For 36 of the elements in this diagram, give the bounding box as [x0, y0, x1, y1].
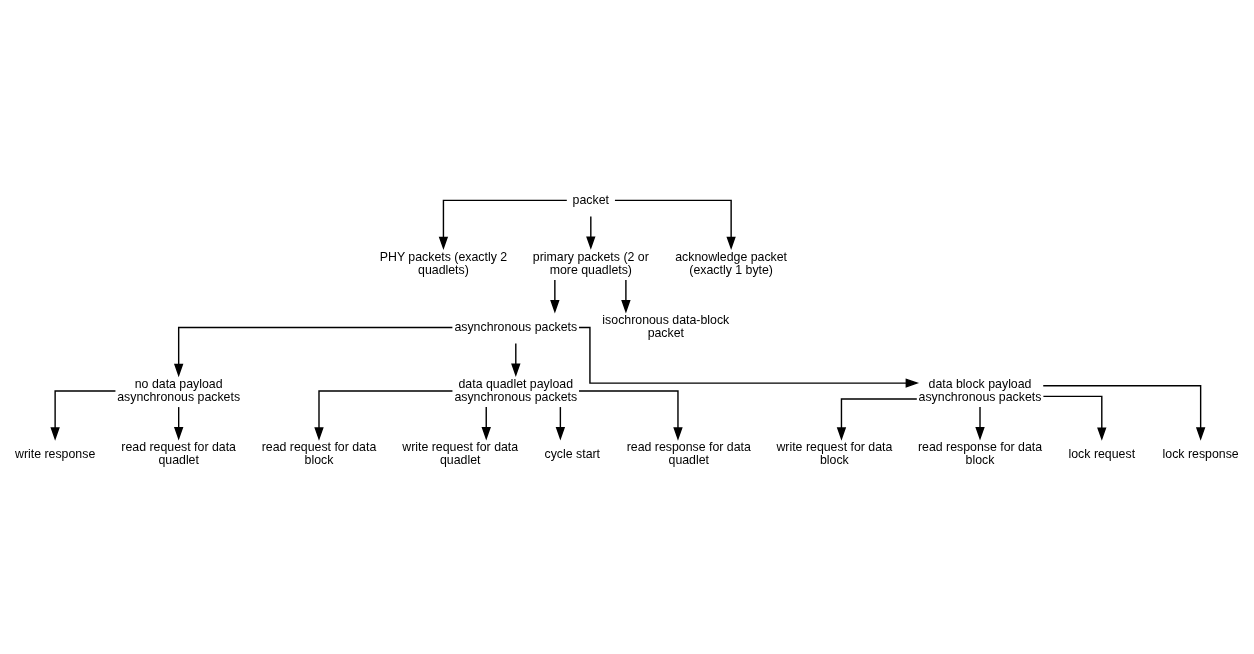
arrow — [173, 326, 454, 377]
node-text: read request for data block — [261, 439, 377, 467]
arrow — [555, 405, 566, 440]
arrow — [481, 405, 491, 440]
arrow — [578, 389, 683, 441]
node-text: write request for data block — [776, 439, 893, 467]
node-text: packet — [572, 192, 609, 207]
node-text: read request for data quadlet — [121, 439, 236, 467]
node-text: read response for data block — [917, 439, 1043, 467]
node-text: write request for data quadlet — [402, 439, 519, 467]
node-text: read response for data quadlet — [626, 439, 751, 467]
node-text: write response — [14, 446, 96, 461]
arrow — [511, 342, 521, 377]
node-text: lock request — [1068, 446, 1136, 461]
arrow — [1042, 384, 1206, 441]
node-text: PHY packets (exactly 2 quadlets) — [379, 249, 508, 277]
node-text: asynchronous packets — [454, 319, 578, 334]
arrow — [836, 397, 918, 441]
arrow — [314, 389, 454, 441]
arrow — [438, 199, 568, 250]
arrow — [173, 405, 184, 440]
arrow — [614, 199, 736, 250]
arrow — [586, 215, 596, 250]
node-text: isochronous data-block packet — [602, 312, 730, 340]
node-text: cycle start — [544, 446, 601, 461]
arrow — [50, 389, 117, 441]
node-text: no data payload asynchronous packets — [117, 376, 241, 404]
arrow — [550, 278, 560, 313]
arrow — [621, 278, 631, 313]
node-text: acknowledge packet (exactly 1 byte) — [675, 249, 788, 277]
node-text: data quadlet payload asynchronous packets — [454, 376, 578, 404]
arrow — [1042, 395, 1107, 441]
node-text: lock response — [1162, 446, 1239, 461]
node-text: data block payload asynchronous packets — [918, 376, 1042, 404]
arrow — [975, 405, 985, 440]
node-text: primary packets (2 or more quadlets) — [532, 249, 649, 277]
